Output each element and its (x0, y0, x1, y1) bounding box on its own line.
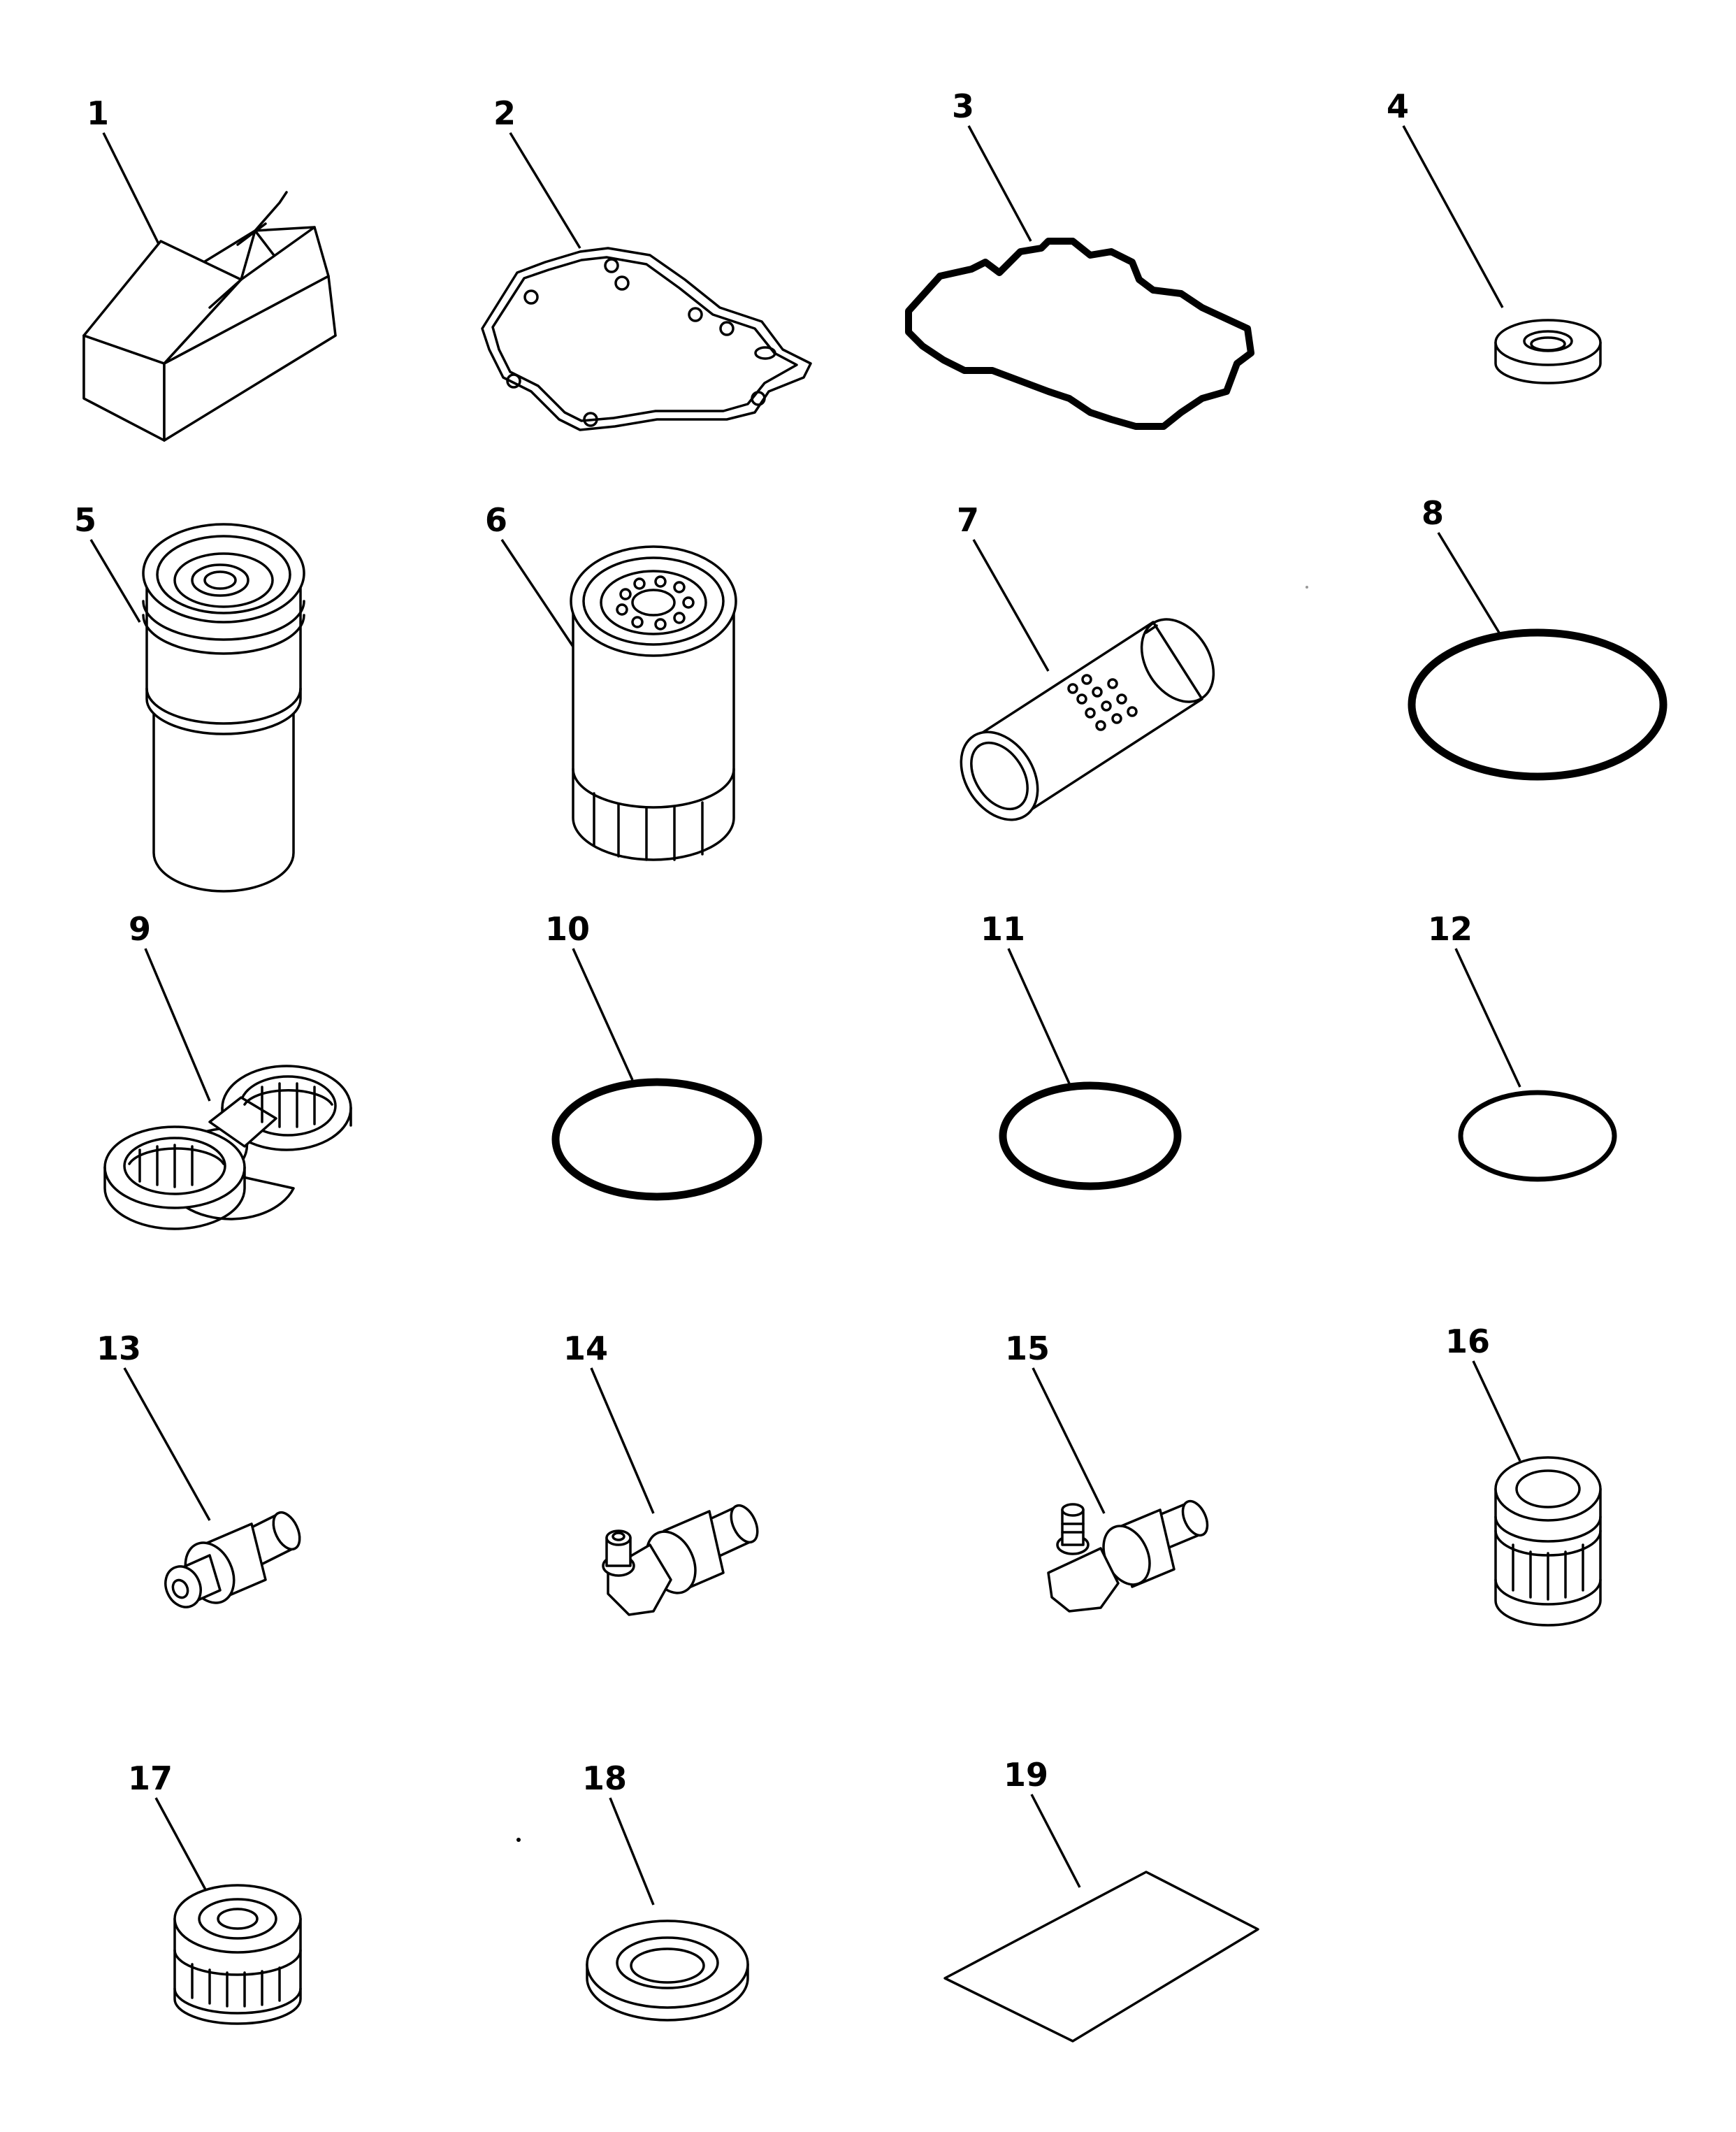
callout-16: 16 (1445, 1323, 1490, 1360)
leader-line-4 (1402, 125, 1504, 308)
callout-11: 11 (981, 910, 1025, 948)
part-19-instruction-sheet: 19 (943, 1756, 1259, 2043)
callout-15: 15 (1005, 1330, 1050, 1367)
leader-line-9 (144, 948, 211, 1102)
leader-line-5 (89, 539, 141, 623)
leader-line-3 (967, 125, 1032, 242)
callout-3: 3 (952, 87, 974, 125)
part-16-strainer: 16 (1445, 1323, 1602, 1627)
leader-line-10 (572, 948, 634, 1081)
part-1-carton-box: 1 (82, 94, 337, 442)
part-2-gasket: 2 (481, 94, 812, 431)
callout-7: 7 (957, 501, 979, 539)
callout-10: 10 (545, 910, 590, 948)
callout-8: 8 (1422, 494, 1444, 532)
callout-1: 1 (87, 94, 109, 132)
leader-line-6 (500, 539, 574, 647)
leader-line-17 (154, 1797, 208, 1892)
leader-line-8 (1437, 532, 1500, 633)
part-15-elbow-fitting: 15 (1005, 1330, 1209, 1613)
scan-speck (1305, 586, 1308, 589)
part-14-elbow-fitting: 14 (563, 1330, 759, 1616)
part-13-straight-fitting: 13 (96, 1330, 301, 1608)
leader-line-11 (1007, 948, 1071, 1084)
callout-9: 9 (129, 910, 151, 948)
leader-line-2 (509, 132, 581, 249)
callout-4: 4 (1387, 87, 1409, 125)
callout-14: 14 (563, 1330, 608, 1367)
part-8-o-ring: 8 (1408, 494, 1668, 781)
leader-line-16 (1472, 1360, 1521, 1462)
callout-19: 19 (1004, 1756, 1048, 1794)
part-5-filter-cartridge: 5 (74, 501, 305, 893)
leader-line-14 (590, 1367, 655, 1514)
leader-line-15 (1032, 1367, 1106, 1514)
callout-5: 5 (74, 501, 96, 539)
callout-17: 17 (128, 1759, 173, 1797)
part-18-washer: 18 (582, 1759, 749, 2022)
part-4-bushing: 4 (1387, 87, 1602, 384)
callout-12: 12 (1428, 910, 1473, 948)
part-3-seal-gasket: 3 (905, 87, 1254, 430)
callout-18: 18 (582, 1759, 627, 1797)
leader-line-19 (1030, 1794, 1081, 1888)
leader-line-18 (609, 1797, 655, 1906)
part-6-spin-on-filter: 6 (485, 501, 737, 861)
leader-line-1 (102, 132, 166, 256)
leader-line-13 (123, 1367, 211, 1521)
part-7-filter-element: 7 (957, 501, 1215, 821)
part-17-strainer: 17 (128, 1759, 302, 2025)
part-11-o-ring: 11 (981, 910, 1182, 1190)
callout-2: 2 (493, 94, 516, 132)
part-10-o-ring: 10 (545, 910, 762, 1201)
callout-6: 6 (485, 501, 507, 539)
scan-speck (516, 1838, 521, 1842)
part-12-o-ring: 12 (1428, 910, 1617, 1182)
leader-line-12 (1454, 948, 1521, 1088)
part-9-filter-wrench: 9 (103, 910, 352, 1230)
callout-13: 13 (96, 1330, 141, 1367)
leader-line-7 (972, 539, 1050, 672)
